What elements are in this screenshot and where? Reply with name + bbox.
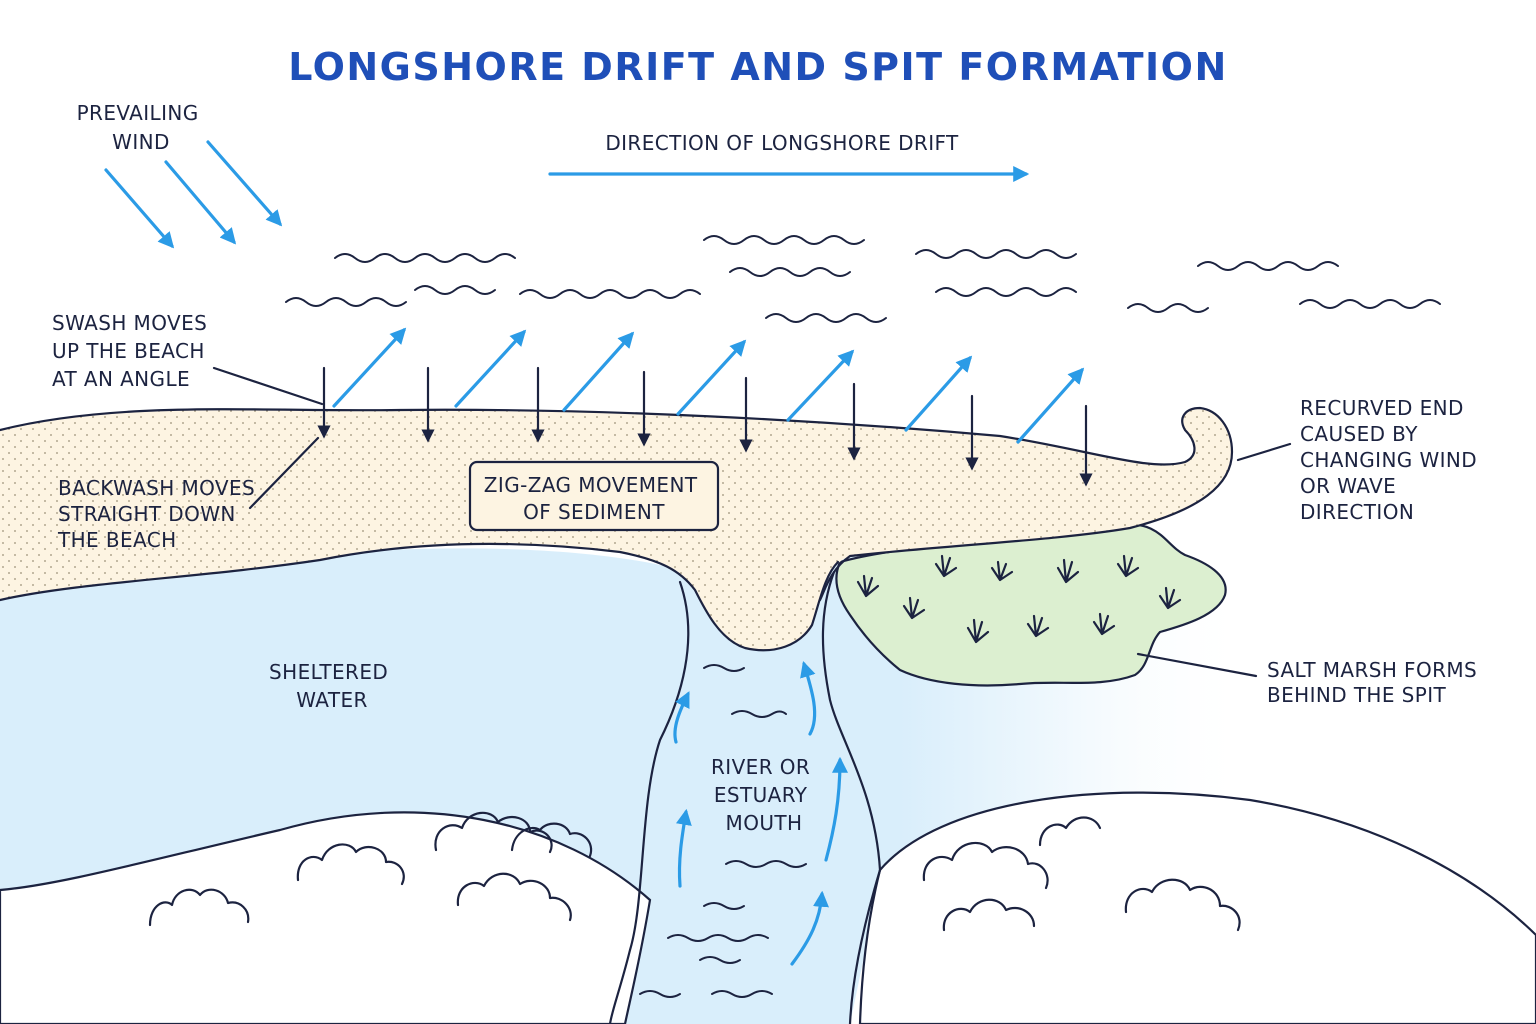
bush-icon [456,872,572,922]
drift-direction-label: DIRECTION OF LONGSHORE DRIFT [605,131,959,155]
backwash-label: BACKWASH MOVES STRAIGHT DOWN THE BEACH [57,476,262,552]
river-channel[interactable] [610,570,880,1024]
swash-leader-line [212,366,324,406]
grass-icon [1092,612,1116,636]
bush-icon [434,811,553,854]
river-left-bank [608,580,690,1024]
river-mouth-label: RIVER OR ESTUARY MOUTH [711,755,817,835]
wind-arrow-icon [164,160,237,245]
grass-icon [966,618,990,644]
river-ripples [639,664,807,998]
bush-icon [1124,878,1241,932]
wind-arrow-icon [104,168,175,249]
left-landmass [0,811,652,1024]
swash-arrows [332,327,1085,444]
spit-landward-edge [0,542,840,652]
grass-icon [990,560,1014,582]
bush-icon [148,888,250,927]
bush-icon [510,822,593,858]
backwash-leader-line [248,436,320,510]
grass-icon [902,596,926,620]
recurved-end-leader-line [1236,442,1292,462]
salt-marsh-label: SALT MARSH FORMS BEHIND THE SPIT [1267,658,1484,707]
swash-arrow-icon [332,327,407,408]
grass-icon [1026,614,1050,638]
backwash-arrows [317,366,1093,487]
swash-arrow-icon [1016,367,1085,444]
swash-label: SWASH MOVES UP THE BEACH AT AN ANGLE [52,311,214,391]
swash-arrow-icon [676,339,747,416]
river-flow-arrows [673,660,848,966]
leader-lines [212,366,1292,678]
grass-icon [1158,586,1182,610]
recurved-end-label: RECURVED END CAUSED BY CHANGING WIND OR … [1300,396,1484,524]
grass-icon [1056,558,1080,584]
flow-arrow-icon [800,660,817,736]
swash-arrow-icon [454,329,527,408]
wind-arrow-icon [206,140,283,227]
flow-arrow-icon [824,756,848,862]
spit-seaward-edge [0,406,1234,602]
swash-arrow-icon [904,355,973,432]
marsh-grass-icons [856,554,1182,644]
bush-icon [942,898,1036,932]
zigzag-label: ZIG-ZAG MOVEMENT OF SEDIMENT [484,473,704,524]
zigzag-label-box [468,460,720,532]
bush-icons [148,811,1241,932]
prevailing-wind-label: PREVAILING WIND [77,101,206,154]
flow-arrow-icon [673,691,690,744]
bush-icon [296,843,405,886]
wind-arrows [104,140,283,249]
salt-marsh-leader-line [1136,652,1258,678]
sea-waves [285,235,1441,323]
swash-arrow-icon [562,331,635,412]
grass-icon [1116,554,1140,578]
grass-icon [856,574,880,598]
right-landmass [858,791,1536,1024]
river-right-bank [821,570,882,1024]
flow-arrow-icon [790,890,829,966]
sheltered-water-label: SHELTERED WATER [269,660,395,712]
bush-icon [922,842,1049,890]
page-title: LONGSHORE DRIFT AND SPIT FORMATION [288,45,1228,89]
swash-arrow-icon [786,349,855,422]
bush-icon [1038,816,1102,847]
grass-icon [934,554,958,578]
flow-arrow-icon [676,808,692,888]
